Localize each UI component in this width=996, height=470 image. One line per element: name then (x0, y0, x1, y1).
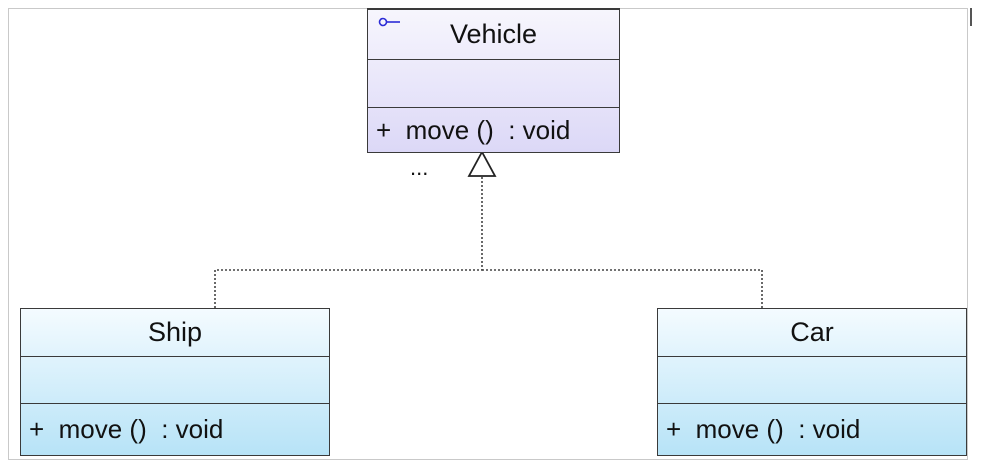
ellipsis-annotation: ... (410, 155, 429, 180)
car-operation: + move () : void (658, 403, 966, 455)
ship-class-name: Ship (147, 317, 203, 347)
interface-icon (378, 17, 400, 27)
frame-edge-mark (970, 8, 972, 26)
car-class[interactable]: Car + move () : void (657, 308, 967, 456)
car-attributes-compartment (658, 356, 966, 403)
car-class-name: Car (790, 317, 834, 347)
vehicle-class[interactable]: Vehicle + move () : void (367, 8, 620, 153)
realization-line-car (482, 269, 763, 308)
ship-attributes-compartment (21, 356, 329, 403)
realization-line-ship (214, 176, 483, 308)
vehicle-class-name: Vehicle (368, 9, 619, 59)
ship-class[interactable]: Ship + move () : void (20, 308, 330, 456)
vehicle-attributes-compartment (368, 59, 619, 107)
vehicle-operation: + move () : void (368, 107, 619, 152)
ship-operation: + move () : void (21, 403, 329, 455)
realization-arrowhead (467, 150, 497, 177)
